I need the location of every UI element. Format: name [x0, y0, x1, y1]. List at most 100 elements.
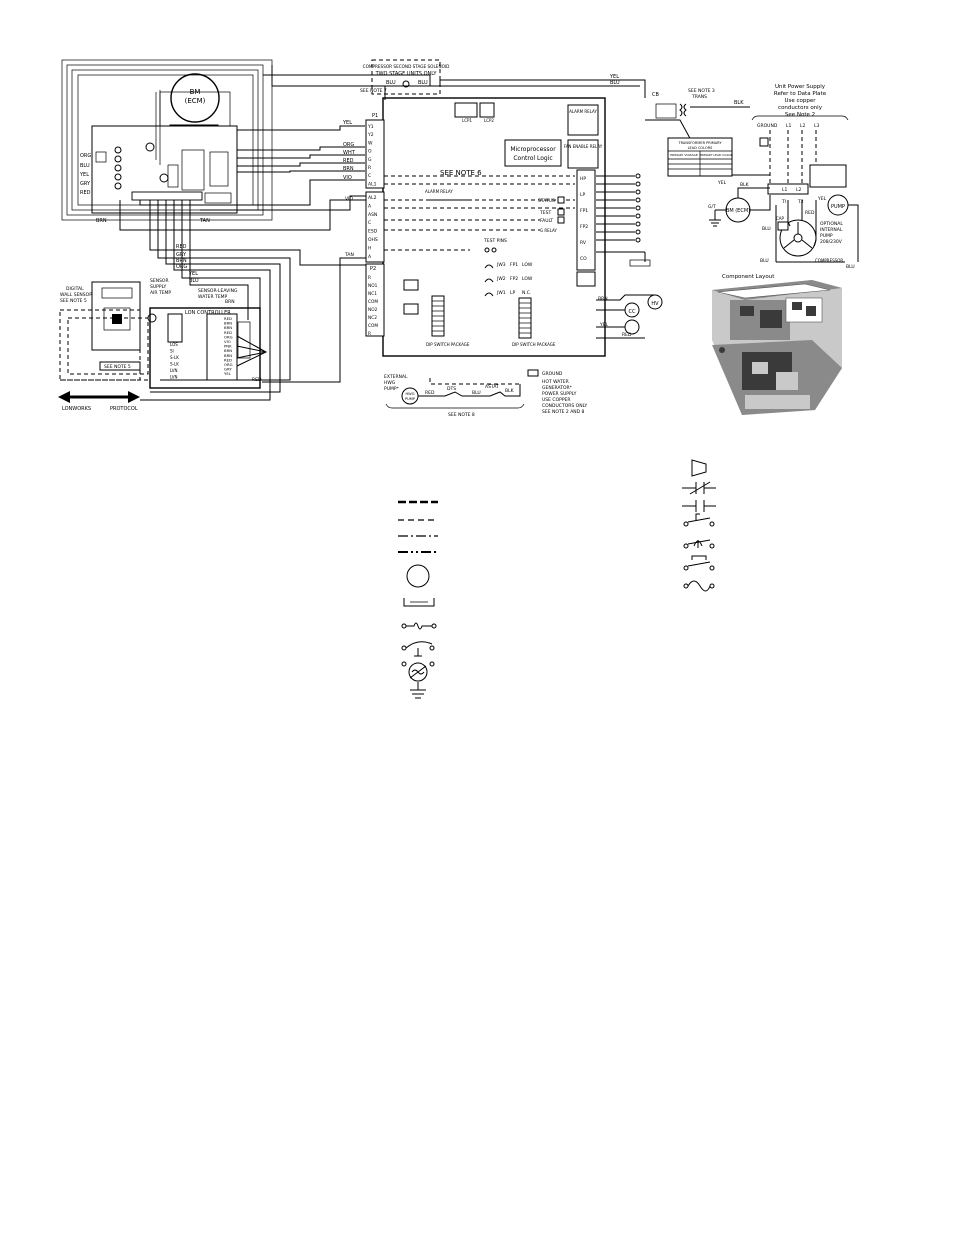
p2-terminal-1: NO1: [368, 283, 378, 289]
right-terminal-5: CO: [580, 256, 587, 262]
tp-col-2: PRIMARY LEAD COLOR: [699, 153, 732, 157]
comp-blu: BLU: [762, 226, 771, 232]
p1-vio: VIO: [343, 175, 352, 181]
pump-label: PUMP: [831, 204, 845, 210]
jw3-label: JW3: [496, 262, 506, 268]
dws-3: SEE NOTE 5: [60, 298, 87, 304]
hw-4: USE COPPER: [542, 397, 571, 403]
p1-red: RED: [343, 158, 354, 164]
lcp-2: LCP2: [484, 118, 494, 123]
lon-title: LON CONTROLLER: [185, 310, 231, 316]
legend-left: Factory Low Voltage WiringField Low Volt…: [398, 500, 438, 699]
wire-label-gry: GRY: [80, 181, 91, 187]
trans-blk: BLK: [734, 100, 744, 106]
hw-note: SEE NOTE 2 AND 8: [542, 409, 585, 415]
ups-2: Refer to Data Plate: [774, 91, 827, 97]
comp-red: RED: [805, 210, 815, 216]
p3-terminal-0: AL2: [368, 195, 377, 201]
lw-brn: BRN: [176, 258, 187, 264]
ecm-control-board: [91, 125, 238, 214]
dip-pkg-1: DIP SWITCH PACKAGE: [426, 342, 470, 347]
op-1: OPTIONAL: [820, 221, 843, 227]
p1-wht: WHT: [343, 150, 356, 156]
hwg-pump-label: HWG: [405, 392, 414, 396]
ss-blu-1: BLU: [386, 80, 396, 86]
lon-left-terminal-1: SI: [170, 349, 174, 354]
tp-title-2: LEAD COLORS: [688, 146, 714, 150]
right-terminal-0: HP: [580, 176, 586, 182]
fault-label: FAULT: [540, 218, 553, 224]
p1-feed-wires: [139, 125, 365, 206]
ctr-l2: L2: [796, 187, 802, 193]
cb-label: CB: [652, 92, 659, 98]
hwg-ext-2: HWG: [384, 380, 396, 386]
sl-1: SENSOR-LEAVING: [198, 288, 238, 294]
ups-1: Unit Power Supply: [775, 84, 826, 90]
p1-terminal-7: AL1: [368, 181, 377, 187]
pump-blu: BLU: [846, 264, 855, 270]
ups-note2: See Note 2: [785, 112, 815, 118]
ups-4: conductors only: [778, 105, 823, 111]
p3-terminal-2: ASN: [368, 212, 377, 218]
tp-col-1: PRIMARY VOLTAGE: [670, 153, 698, 157]
see-note-3: SEE NOTE 3: [688, 88, 715, 94]
lon-right-terminal-0: RED: [224, 316, 232, 321]
two-stage-only: TWO STAGE UNITS ONLY: [375, 71, 438, 77]
ctr-t2: T2: [797, 199, 804, 205]
component-layout-title: Component Layout: [722, 274, 775, 280]
lon-red-out: RED: [252, 377, 262, 383]
dip-pkg-2: DIP SWITCH PACKAGE: [512, 342, 556, 347]
fan-enable-relay-label: FAN ENABLE RELAY: [564, 144, 603, 149]
hwg-red: RED: [425, 390, 435, 396]
p3-terminal-4: ESD: [368, 229, 378, 235]
p1-wire-color-labels: YEL ORG WHT RED BRN VIO: [342, 120, 356, 181]
op-3: PUMP: [820, 233, 833, 239]
ups-l2: L2: [800, 123, 806, 129]
micro-line-2: Control Logic: [513, 155, 552, 162]
right-terminal-1: LP: [580, 192, 586, 198]
right-blower-motor: BM (ECM) BLK YEL G/T: [708, 180, 771, 227]
p1-terminal-3: O: [368, 149, 372, 155]
p3-terminal-3: C: [368, 220, 371, 226]
p2-terminal-3: COM: [368, 299, 378, 305]
wire-label-red: RED: [80, 190, 91, 196]
hwg-blu: BLU: [472, 390, 481, 396]
note-7-left: SEE NOTE 7: [360, 88, 387, 94]
test-pins-label: TEST PINS: [483, 238, 507, 244]
ecm-wire-loops: [61, 59, 273, 221]
alarm-relay-label: ALARM RELAY: [569, 109, 597, 114]
hwg-ext-3: PUMP*: [384, 386, 400, 392]
ups-l1: L1: [786, 123, 792, 129]
lon-left-terminal-2: S-LK: [170, 355, 179, 360]
p3-terminal-7: A: [368, 254, 372, 260]
cap-label: CAP: [776, 216, 785, 221]
wire-label-tan: TAN: [199, 218, 210, 224]
lon-right-terminal-5: VIO: [224, 339, 231, 344]
top-yel: YEL: [609, 74, 619, 80]
relay-yel: YEL: [599, 322, 609, 328]
lp-label: LP: [510, 290, 516, 296]
component-layout-photo: Component Layout: [712, 274, 842, 415]
p1-terminal-5: R: [368, 165, 371, 171]
relay-brn: BRN: [598, 296, 608, 302]
top-power-wires: YEL BLU: [263, 65, 646, 100]
right-terminal-3: FP2: [580, 224, 588, 230]
gnd-label: G/T: [708, 204, 716, 210]
op-2: INTERNAL: [820, 227, 843, 233]
dws-note5: SEE NOTE 5: [104, 364, 131, 370]
p3-terminal-6: H: [368, 245, 371, 251]
test-label: TEST: [539, 210, 551, 216]
p1-terminal-1: Y2: [367, 132, 374, 138]
p1-terminal-6: C: [368, 173, 371, 179]
jw1-label: JW1: [496, 290, 506, 296]
ss-3: AIR TEMP: [150, 290, 171, 296]
tp-title-1: TRANSFORMER PRIMARY: [678, 141, 723, 145]
wire-label-blu: BLU: [80, 163, 90, 169]
hw-3: POWER SUPPLY: [542, 391, 577, 397]
compressor-label: COMPRESSOR: [815, 258, 843, 263]
p2-terminal-5: NC2: [368, 315, 377, 321]
wire-label-org: ORG: [80, 153, 91, 159]
